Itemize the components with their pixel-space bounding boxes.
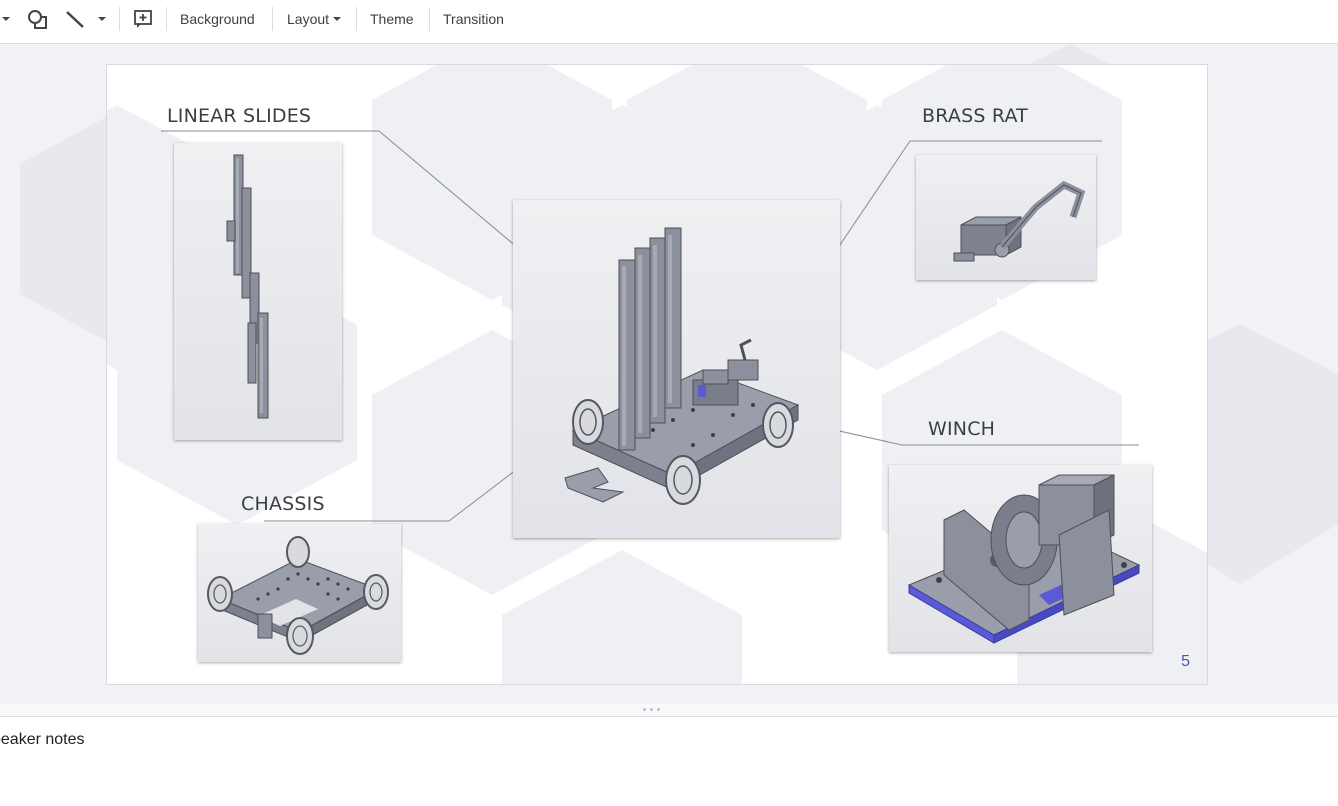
background-button[interactable]: Background <box>180 11 255 27</box>
chevron-down-icon <box>98 17 106 21</box>
notes-resize-handle[interactable] <box>0 704 1338 717</box>
speaker-notes-panel[interactable]: peaker notes <box>0 717 1338 806</box>
line-button[interactable] <box>64 0 86 38</box>
slide-page-number: 5 <box>1181 653 1190 670</box>
line-dropdown[interactable] <box>98 0 106 38</box>
transition-button[interactable]: Transition <box>443 11 504 27</box>
label-winch: WINCH <box>928 418 996 440</box>
toolbar-divider <box>119 7 120 31</box>
drag-handle-icon <box>643 708 660 711</box>
speaker-notes-placeholder: peaker notes <box>0 731 85 748</box>
add-comment-button[interactable] <box>133 0 153 38</box>
comment-add-icon <box>134 10 152 28</box>
toolbar-divider <box>166 7 167 31</box>
layout-button[interactable]: Layout <box>287 0 342 38</box>
toolbar-divider <box>272 7 273 31</box>
chassis-image[interactable] <box>198 524 401 662</box>
linear-slides-render <box>226 154 269 419</box>
toolbar-divider <box>356 7 357 31</box>
previous-tool-dropdown[interactable] <box>2 0 10 38</box>
slide-5[interactable]: LINEAR SLIDES BRASS RAT WINCH CHASSIS <box>107 65 1207 684</box>
label-linear-slides: LINEAR SLIDES <box>167 105 312 127</box>
brass-rat-render <box>953 180 1086 262</box>
layout-label: Layout <box>287 11 330 27</box>
chassis-render <box>207 536 389 655</box>
shape-icon <box>28 10 47 29</box>
label-brass-rat: BRASS RAT <box>922 105 1028 127</box>
line-icon <box>66 11 84 28</box>
chevron-down-icon <box>333 17 342 21</box>
linear-slides-image[interactable] <box>174 143 342 440</box>
brass-rat-image[interactable] <box>916 155 1096 280</box>
label-chassis: CHASSIS <box>241 493 325 515</box>
winch-render <box>907 474 1141 644</box>
slide-canvas: LINEAR SLIDES BRASS RAT WINCH CHASSIS <box>0 44 1338 704</box>
robot-assembly-render <box>564 227 800 505</box>
theme-button[interactable]: Theme <box>370 11 414 27</box>
winch-image[interactable] <box>889 465 1152 652</box>
robot-assembly-image[interactable] <box>513 200 840 538</box>
toolbar: Background Layout Theme Transition <box>0 0 1338 44</box>
toolbar-divider <box>429 7 430 31</box>
shape-button[interactable] <box>26 0 48 38</box>
chevron-down-icon <box>2 17 10 21</box>
